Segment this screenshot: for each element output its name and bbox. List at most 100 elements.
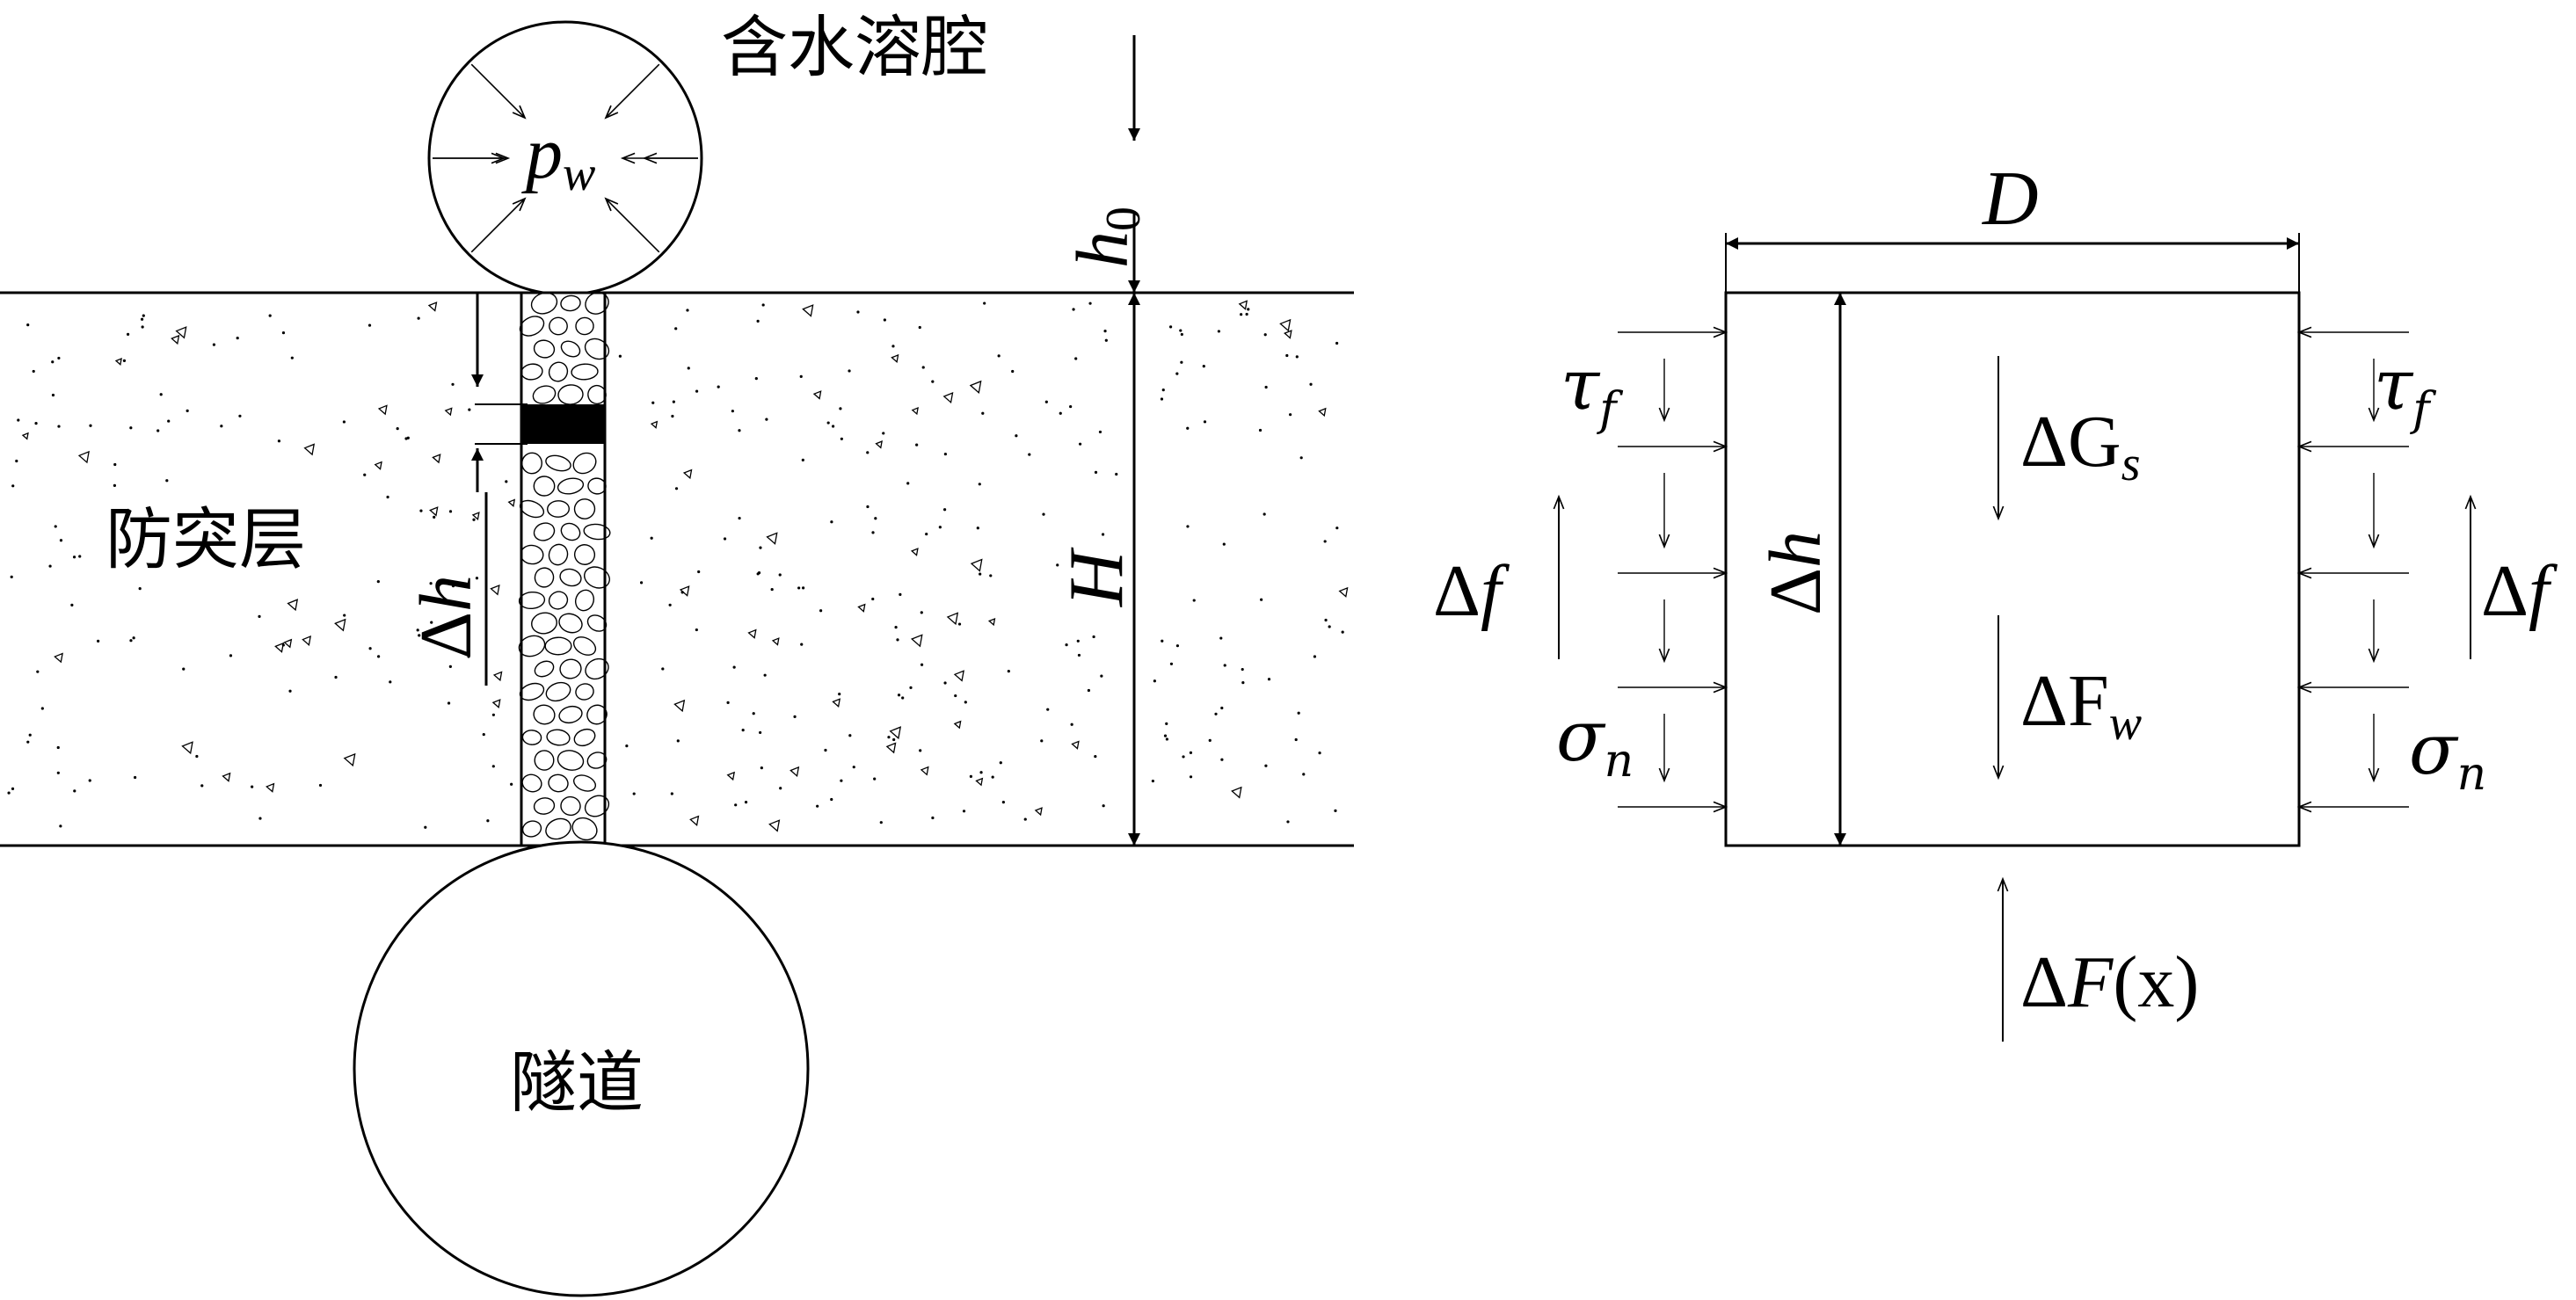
speckle	[910, 634, 923, 648]
speckle	[790, 766, 800, 778]
speckle	[983, 301, 986, 305]
speckle	[1241, 681, 1245, 685]
speckle	[899, 592, 902, 596]
pebble	[573, 498, 596, 519]
speckle	[342, 420, 346, 424]
speckle	[768, 819, 781, 832]
speckle	[679, 585, 690, 597]
speckle	[376, 655, 381, 658]
speckle	[1034, 807, 1043, 817]
speckle	[451, 382, 455, 386]
speckle	[732, 665, 736, 669]
speckle	[56, 745, 60, 750]
pebble	[584, 566, 610, 589]
speckle	[840, 779, 843, 782]
speckle	[1011, 369, 1015, 374]
speckle	[866, 451, 870, 454]
tau-left-label: τf	[1561, 344, 1623, 436]
speckle	[1334, 809, 1337, 812]
speckle	[759, 546, 762, 549]
speckle	[839, 407, 842, 410]
pebble	[560, 294, 581, 312]
df-left-label: Δf	[1433, 550, 1510, 632]
speckle	[1103, 330, 1107, 333]
speckle	[238, 414, 242, 418]
speckle	[56, 771, 60, 774]
pebble	[572, 452, 597, 475]
speckle	[418, 634, 421, 637]
speckle	[887, 736, 891, 739]
speckle	[430, 621, 433, 624]
speckle	[757, 570, 761, 575]
speckle	[129, 426, 133, 430]
speckle	[979, 771, 983, 774]
pebble	[585, 292, 609, 315]
speckle	[432, 454, 441, 464]
speckle	[70, 603, 74, 607]
speckle	[840, 437, 843, 440]
speckle	[756, 319, 760, 323]
speckle	[175, 326, 187, 339]
pebble	[521, 452, 542, 475]
speckle	[942, 508, 947, 512]
speckle	[374, 461, 382, 470]
speckle	[368, 647, 372, 650]
speckle	[976, 527, 979, 530]
speckle	[59, 824, 62, 828]
speckle	[919, 749, 922, 752]
speckle	[21, 432, 29, 440]
speckle	[54, 652, 63, 664]
speckle	[448, 510, 453, 513]
speckle	[763, 673, 767, 677]
speckle	[200, 784, 204, 788]
speckle	[51, 360, 55, 364]
speckle	[491, 765, 495, 768]
speckle	[182, 667, 186, 671]
pebble	[584, 338, 610, 360]
dFw-label: ΔFw	[2020, 660, 2142, 751]
speckle	[34, 422, 38, 425]
speckle	[1284, 330, 1292, 339]
speckle	[866, 505, 870, 509]
speckle	[1180, 360, 1183, 364]
speckle	[367, 323, 372, 327]
speckle	[962, 810, 966, 813]
speckle	[801, 458, 804, 461]
pressure-arrow	[470, 197, 527, 253]
speckle	[258, 817, 262, 820]
speckle	[892, 737, 896, 742]
speckle	[734, 803, 738, 807]
speckle	[632, 792, 636, 795]
pebble	[533, 797, 556, 815]
pebble	[586, 704, 608, 725]
speckle	[761, 303, 765, 307]
pebble	[518, 635, 546, 657]
speckle	[59, 539, 63, 542]
speckle	[943, 452, 947, 456]
speckle	[1092, 635, 1095, 639]
speckle	[873, 777, 877, 781]
speckle	[1263, 512, 1266, 516]
speckle	[1168, 325, 1173, 329]
speckle	[1323, 540, 1327, 543]
speckle	[1335, 341, 1339, 345]
pebble	[586, 614, 608, 632]
speckle	[1222, 542, 1226, 546]
pebble	[546, 729, 571, 746]
speckle	[26, 323, 30, 327]
pebble	[548, 361, 569, 382]
speckle	[343, 752, 356, 767]
speckle	[695, 628, 698, 632]
speckle	[7, 791, 11, 795]
soil-element-box	[1724, 291, 2301, 847]
speckle	[507, 498, 516, 507]
speckle	[957, 622, 962, 626]
speckle	[222, 772, 231, 782]
speckle	[1074, 357, 1078, 360]
speckle	[931, 816, 935, 820]
channel-element-block	[521, 404, 605, 444]
sigma-right-label: σn	[2409, 708, 2486, 801]
speckle	[741, 729, 745, 732]
speckle	[824, 748, 827, 752]
speckle	[444, 407, 453, 417]
